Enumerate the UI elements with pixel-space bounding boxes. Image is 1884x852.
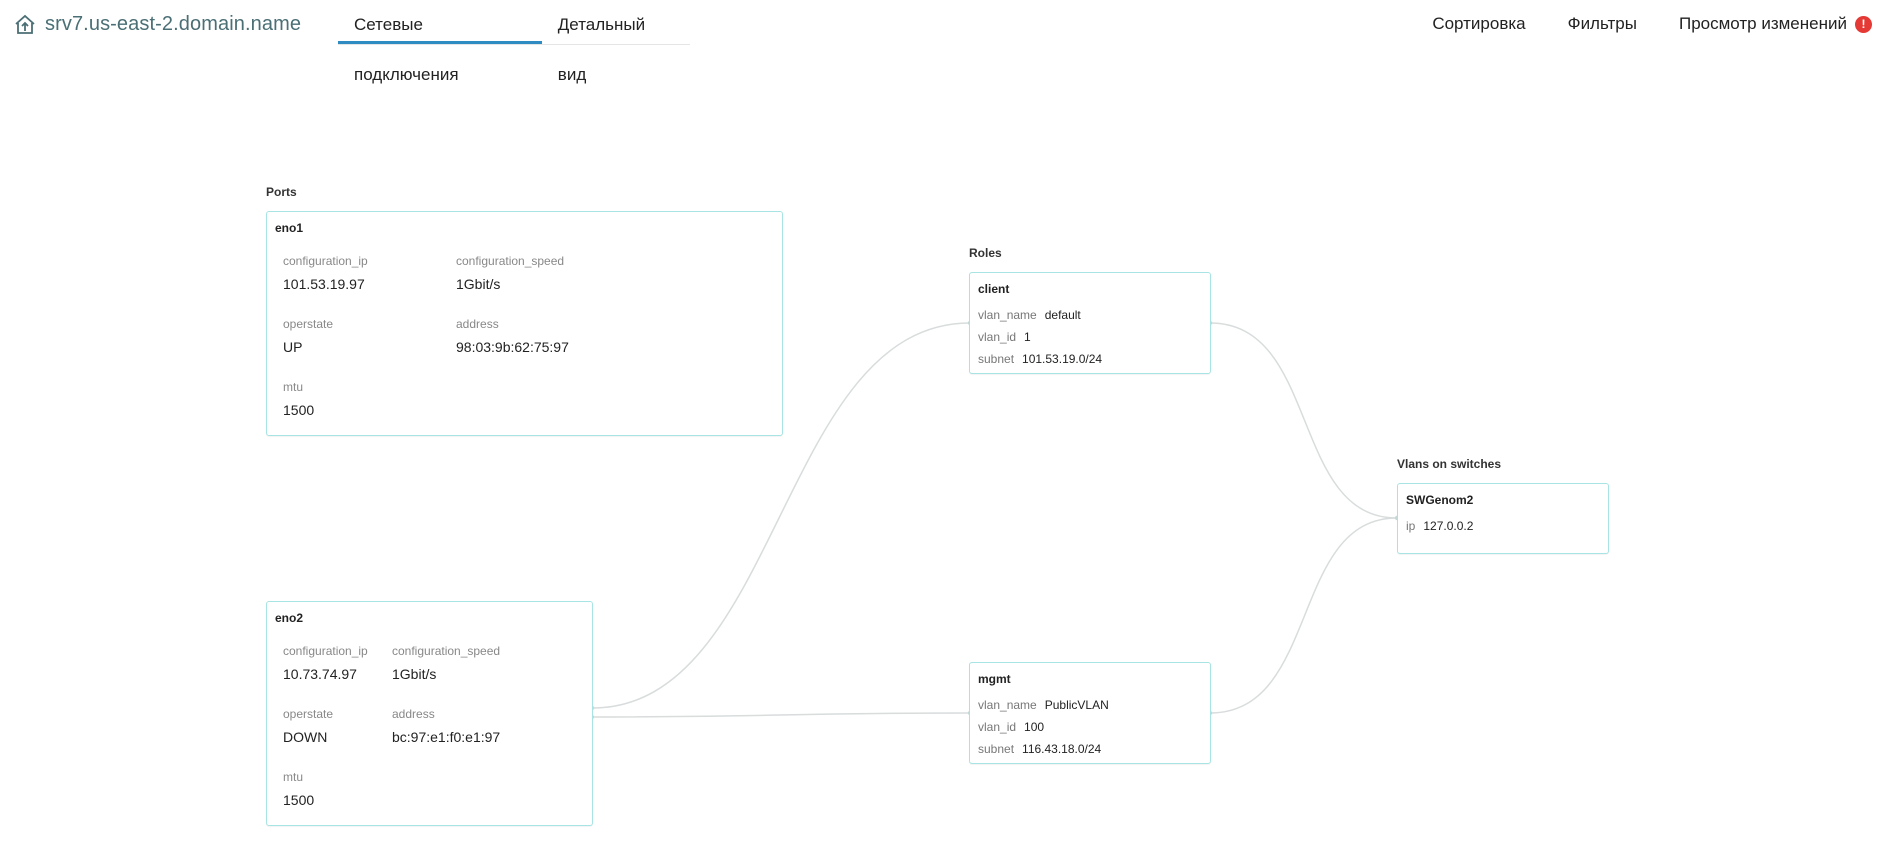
field-key: vlan_id xyxy=(978,720,1017,734)
host-title[interactable]: srv7.us-east-2.domain.name xyxy=(14,13,301,36)
field-key: vlan_name xyxy=(978,308,1037,322)
role-field-row: subnet 101.53.19.0/24 xyxy=(978,352,1102,366)
role-field-row: vlan_name default xyxy=(978,308,1081,322)
view-tabs: Сетевые подключения Детальный вид xyxy=(338,0,690,84)
field-value: 101.53.19.0/24 xyxy=(1022,352,1103,366)
link-eno2-client xyxy=(591,322,971,709)
field-label: configuration_speed xyxy=(392,644,501,658)
role-name: mgmt xyxy=(978,672,1011,686)
field-label: mtu xyxy=(283,770,304,784)
filters-button[interactable]: Фильтры xyxy=(1567,14,1637,33)
field-value: bc:97:e1:f0:e1:97 xyxy=(392,729,501,745)
tab-detailed-view[interactable]: Детальный вид xyxy=(557,15,646,84)
switch-field-row: ip 127.0.0.2 xyxy=(1406,519,1473,533)
link-mgmt-switch xyxy=(1209,517,1398,714)
view-changes-button[interactable]: Просмотр изменений ! xyxy=(1679,14,1872,34)
sort-button[interactable]: Сортировка xyxy=(1432,14,1526,33)
host-name: srv7.us-east-2.domain.name xyxy=(45,13,302,35)
field-value: 10.73.74.97 xyxy=(283,666,357,682)
port-name: eno2 xyxy=(275,611,304,625)
link-client-switch xyxy=(1209,322,1398,519)
field-value: 1500 xyxy=(283,792,315,808)
upload-server-icon xyxy=(14,14,36,36)
role-field-row: vlan_id 1 xyxy=(978,330,1031,344)
field-key: subnet xyxy=(978,352,1015,366)
field-value: 98:03:9b:62:75:97 xyxy=(456,339,569,355)
field-value: 100 xyxy=(1024,720,1045,734)
role-field-row: vlan_id 100 xyxy=(978,720,1044,734)
role-name: client xyxy=(978,282,1010,296)
field-value: PublicVLAN xyxy=(1044,698,1109,712)
field-value: 1Gbit/s xyxy=(392,666,437,682)
field-value: UP xyxy=(283,339,303,355)
field-value: 1 xyxy=(1024,330,1031,344)
switch-name: SWGenom2 xyxy=(1406,493,1474,507)
tab-network-connections[interactable]: Сетевые подключения xyxy=(338,0,542,84)
section-title-vlans: Vlans on switches xyxy=(1397,457,1502,471)
field-label: configuration_ip xyxy=(283,254,368,268)
field-key: ip xyxy=(1406,519,1416,533)
port-card-eno2[interactable]: eno2 configuration_ip 10.73.74.97 config… xyxy=(266,601,593,826)
field-label: address xyxy=(456,317,499,331)
header-actions: Сортировка Фильтры Просмотр изменений ! xyxy=(1390,14,1872,34)
field-label: configuration_ip xyxy=(283,644,368,658)
field-key: subnet xyxy=(978,742,1015,756)
field-label: address xyxy=(392,707,435,721)
field-value: 1500 xyxy=(283,402,315,418)
link-eno2-mgmt xyxy=(591,712,971,718)
section-title-roles: Roles xyxy=(969,246,1002,260)
field-value: 1Gbit/s xyxy=(456,276,501,292)
role-card-mgmt[interactable]: mgmt vlan_name PublicVLAN vlan_id 100 su… xyxy=(969,662,1211,764)
header-bar: srv7.us-east-2.domain.name Сетевые подкл… xyxy=(0,0,1884,84)
field-label: mtu xyxy=(283,380,304,394)
port-card-eno1[interactable]: eno1 configuration_ip 101.53.19.97 confi… xyxy=(266,211,783,436)
field-key: vlan_id xyxy=(978,330,1017,344)
field-value: default xyxy=(1044,308,1081,322)
field-label: configuration_speed xyxy=(456,254,565,268)
field-value: 127.0.0.2 xyxy=(1423,519,1474,533)
alert-badge-icon: ! xyxy=(1855,15,1872,33)
field-label: operstate xyxy=(283,707,334,721)
switch-card-swgenom2[interactable]: SWGenom2 ip 127.0.0.2 xyxy=(1397,483,1609,554)
role-field-row: subnet 116.43.18.0/24 xyxy=(978,742,1101,756)
field-value: DOWN xyxy=(283,729,328,745)
field-value: 101.53.19.97 xyxy=(283,276,365,292)
field-label: operstate xyxy=(283,317,334,331)
view-changes-label: Просмотр изменений xyxy=(1678,14,1847,33)
role-card-client[interactable]: client vlan_name default vlan_id 1 subne… xyxy=(969,272,1211,374)
port-name: eno1 xyxy=(275,221,304,235)
section-title-ports: Ports xyxy=(266,185,297,199)
field-key: vlan_name xyxy=(978,698,1037,712)
field-value: 116.43.18.0/24 xyxy=(1022,742,1102,756)
role-field-row: vlan_name PublicVLAN xyxy=(978,698,1109,712)
